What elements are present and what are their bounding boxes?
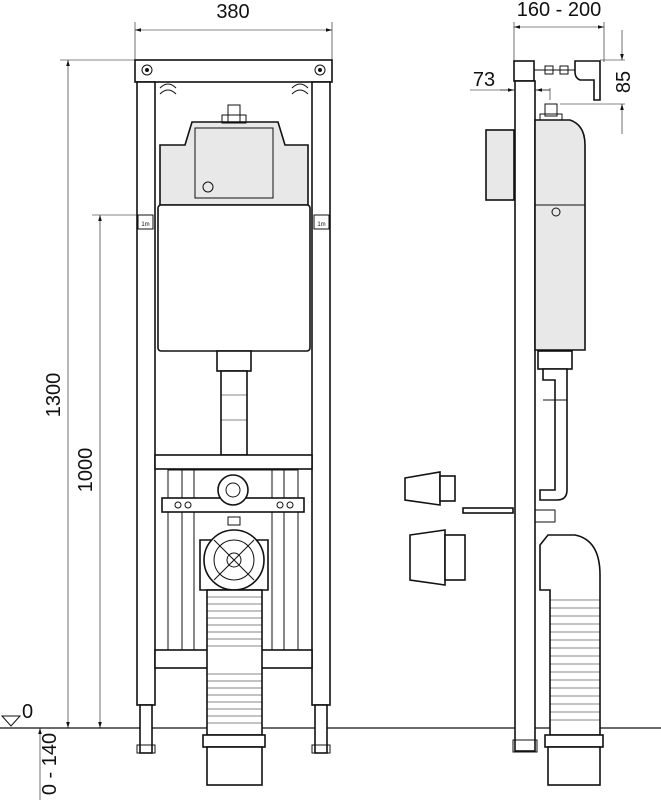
foot-adjust-label: 0 - 140 [39, 733, 61, 795]
side-drain-bend [539, 534, 601, 736]
bracket-height-label: 85 [613, 71, 635, 93]
width-dimension-label: 380 [216, 1, 249, 23]
right-1m-marker: 1m [317, 222, 325, 228]
left-post [136, 81, 156, 706]
side-depth-label: 160 - 200 [517, 0, 602, 21]
flex-ribs [207, 596, 262, 724]
floor-level-label: 0 [22, 701, 33, 723]
side-cistern [534, 119, 586, 351]
side-drain-outlet [547, 746, 601, 786]
side-view: 160 - 200 73 85 [404, 0, 635, 786]
cistern-tank [159, 121, 309, 206]
left-1m-marker: 1m [141, 222, 149, 228]
flush-pipe [220, 370, 248, 456]
mount-height-label: 1000 [75, 448, 97, 493]
front-view: 380 1m 1m [0, 1, 333, 800]
flex-drain-pipe [206, 589, 263, 736]
side-cover-plate [485, 129, 515, 201]
offset-label: 73 [473, 69, 495, 91]
drain-outlet [206, 746, 263, 786]
side-post [514, 80, 536, 752]
right-post [311, 81, 331, 706]
cistern-cover [157, 204, 311, 352]
water-inlet [217, 474, 249, 506]
total-height-label: 1300 [43, 373, 65, 418]
